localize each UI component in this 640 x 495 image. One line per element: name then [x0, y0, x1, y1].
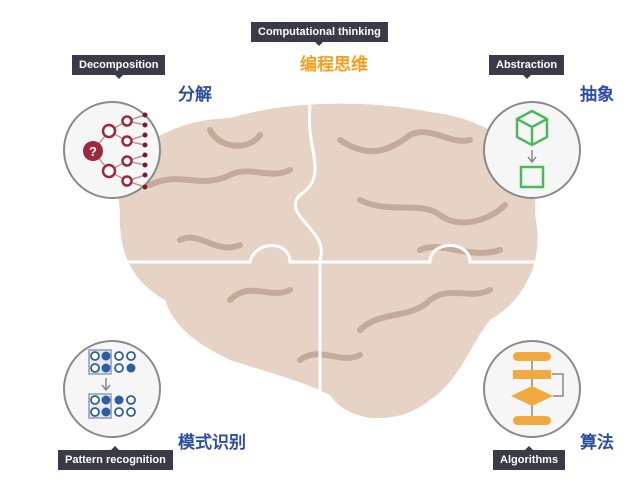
pattern-recognition-circle	[63, 340, 161, 438]
dot-grid-icon	[88, 349, 136, 419]
title-label: Computational thinking	[251, 22, 388, 46]
cube-to-square-icon	[515, 109, 549, 189]
abstraction-label: Abstraction	[489, 55, 565, 79]
abstraction-chinese: 抽象	[580, 85, 614, 104]
decomposition-label: Decomposition	[72, 55, 166, 79]
algorithms-label: Algorithms	[493, 446, 566, 470]
flowchart-icon	[511, 352, 564, 425]
algorithms-chinese: 算法	[580, 433, 614, 452]
abstraction-circle	[483, 101, 581, 199]
title-chinese: 编程思维	[300, 55, 368, 74]
pattern-recognition-label: Pattern recognition	[58, 446, 173, 470]
algorithms-circle	[483, 340, 581, 438]
decomposition-chinese: 分解	[178, 85, 212, 104]
decomposition-circle: ?	[63, 101, 161, 199]
svg-text:?: ?	[89, 144, 97, 159]
tree-icon: ?	[83, 112, 148, 190]
pattern-recognition-chinese: 模式识别	[178, 433, 246, 452]
